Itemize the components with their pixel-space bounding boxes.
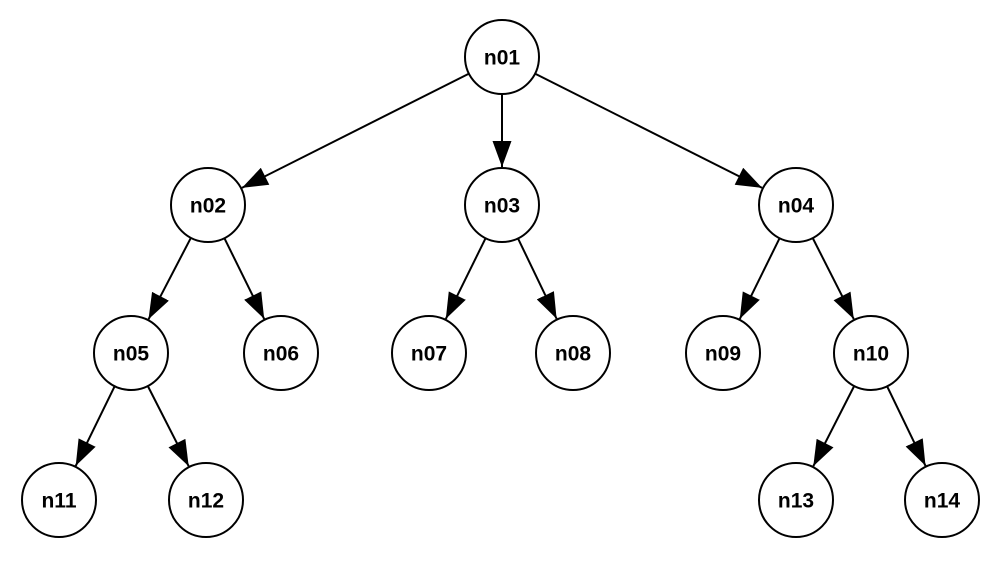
edge-n02-to-n06 [223, 237, 266, 320]
node-label-n02: n02 [190, 195, 226, 218]
tree-node-n07: n07 [391, 315, 467, 391]
edge-n05-to-n12 [146, 385, 190, 467]
node-label-n12: n12 [188, 490, 224, 513]
node-label-n13: n13 [778, 490, 814, 513]
node-circle-n12 [168, 462, 244, 538]
node-circle-n09 [685, 315, 761, 391]
tree-node-n09: n09 [685, 315, 761, 391]
tree-node-n01: n01 [464, 19, 540, 95]
node-label-n10: n10 [853, 343, 889, 366]
node-circle-n04 [758, 167, 834, 243]
tree-node-n13: n13 [758, 462, 834, 538]
edge-n01-to-n04 [534, 72, 763, 189]
node-circle-n01 [464, 19, 540, 95]
tree-node-n14: n14 [904, 462, 980, 538]
node-label-n04: n04 [778, 195, 815, 218]
edge-n03-to-n07 [444, 237, 487, 320]
node-circle-n07 [391, 315, 467, 391]
tree-node-n03: n03 [464, 167, 540, 243]
tree-node-n08: n08 [535, 315, 611, 391]
tree-node-n04: n04 [758, 167, 834, 243]
tree-node-n06: n06 [243, 315, 319, 391]
edge-n04-to-n09 [738, 237, 781, 320]
node-circle-n08 [535, 315, 611, 391]
node-circle-n14 [904, 462, 980, 538]
edge-n10-to-n13 [812, 385, 856, 467]
node-circle-n10 [833, 315, 909, 391]
edge-n02-to-n05 [147, 237, 192, 320]
node-label-n03: n03 [484, 195, 520, 218]
node-label-n08: n08 [555, 343, 592, 366]
tree-node-n02: n02 [170, 167, 246, 243]
node-circle-n02 [170, 167, 246, 243]
node-circle-n06 [243, 315, 319, 391]
tree-node-n11: n11 [21, 462, 97, 538]
node-circle-n05 [93, 315, 169, 391]
tree-node-n12: n12 [168, 462, 244, 538]
node-label-n07: n07 [411, 343, 447, 366]
node-label-n01: n01 [484, 47, 521, 70]
edge-n05-to-n11 [74, 385, 116, 467]
edge-n03-to-n08 [517, 237, 558, 320]
nodes-layer: n01 n02 n03 n04 n05 n06 n07 n08 n09 n10 n11 n12 n13 n… [21, 19, 980, 538]
node-circle-n13 [758, 462, 834, 538]
node-label-n14: n14 [924, 490, 961, 513]
node-label-n06: n06 [263, 343, 299, 366]
tree-node-n05: n05 [93, 315, 169, 391]
edge-n01-to-n02 [241, 72, 470, 189]
node-circle-n03 [464, 167, 540, 243]
edge-n10-to-n14 [886, 385, 927, 467]
tree-node-n10: n10 [833, 315, 909, 391]
edge-n04-to-n10 [811, 237, 855, 320]
edges-layer [74, 72, 927, 467]
node-label-n05: n05 [113, 343, 150, 366]
node-circle-n11 [21, 462, 97, 538]
node-label-n09: n09 [705, 343, 741, 366]
node-label-n11: n11 [41, 490, 76, 513]
